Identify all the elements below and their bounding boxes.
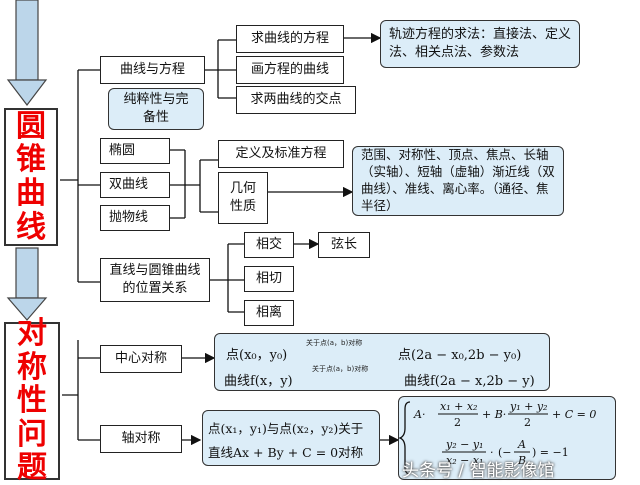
locus-methods-node: 轨迹方程的求法：直接法、定义法、相关点法、参数法 — [380, 20, 580, 68]
symmetry-title-char-1: 对 — [17, 316, 47, 352]
separate-node: 相离 — [244, 300, 294, 326]
line-conic-position-node: 直线与圆锥曲线的位置关系 — [100, 258, 210, 302]
svg-text:y₂ − y₁: y₂ − y₁ — [445, 438, 483, 451]
point-image: 点(2a − x₀,2b − y₀) — [398, 348, 522, 363]
curve-source: 曲线f(x，y) — [224, 374, 293, 389]
axial-condition-line-2: 直线Ax + By + C = 0对称 — [208, 445, 364, 460]
svg-text:2: 2 — [454, 416, 461, 429]
curve-image: 曲线f(2a − x,2b − y) — [404, 374, 535, 389]
find-curve-equation-node: 求曲线的方程 — [236, 25, 344, 53]
svg-text:) = −1: ) = −1 — [532, 446, 569, 459]
symmetry-title-box: 对 称 性 问 题 — [4, 317, 60, 484]
middle-down-arrow — [6, 247, 48, 321]
svg-text:x₂ − x₁: x₂ − x₁ — [446, 454, 483, 467]
conic-title-char-3: 曲 — [16, 176, 46, 211]
tangent-node: 相切 — [244, 266, 294, 292]
svg-text:x₁ + x₂: x₁ + x₂ — [440, 400, 477, 413]
symmetry-title-char-5: 题 — [17, 450, 47, 485]
definition-standard-eq-node: 定义及标准方程 — [218, 140, 344, 168]
ellipse-node: 椭圆 — [100, 138, 170, 164]
svg-text:y₁ + y₂: y₁ + y₂ — [509, 400, 547, 413]
conic-title-box: 圆 锥 曲 线 — [4, 108, 58, 246]
central-symmetry-formula-box — [214, 333, 550, 391]
arrow-label-point: 关于点(a，b)对称 — [306, 339, 363, 347]
arrow-label-curve: 关于点(a，b)对称 — [312, 365, 369, 373]
intersect-node: 相交 — [244, 232, 294, 258]
parabola-node: 抛物线 — [100, 205, 170, 231]
axial-system-box — [398, 396, 616, 480]
top-down-arrow — [6, 0, 48, 106]
svg-text:+ C = 0: + C = 0 — [552, 408, 596, 421]
svg-text:(−: (− — [498, 446, 512, 459]
conic-title-char-1: 圆 — [16, 108, 46, 144]
axial-condition-box — [202, 410, 380, 466]
geometric-details-node: 范围、对称性、顶点、焦点、长轴（实轴）、短轴（虚轴）渐近线（双曲线）、准线、离心… — [352, 146, 564, 216]
svg-text:A·: A· — [413, 408, 425, 421]
hyperbola-node: 双曲线 — [100, 172, 170, 198]
central-symmetry-node: 中心对称 — [100, 345, 182, 373]
axial-system-equations: A· x₁ + x₂ 2 + B· y₁ + y₂ 2 + C = 0 y₂ −… — [398, 400, 596, 475]
purity-completeness-node: 纯粹性与完备性 — [108, 88, 204, 130]
curve-equation-node: 曲线与方程 — [100, 56, 205, 84]
symmetry-title-char-3: 性 — [17, 383, 47, 419]
curve-intersection-node: 求两曲线的交点 — [236, 86, 356, 114]
axial-condition-line-1: 点(x₁，y₁)与点(x₂，y₂)关于 — [208, 421, 364, 436]
svg-text:A: A — [517, 438, 526, 451]
conic-title-char-2: 锥 — [16, 142, 46, 178]
conic-title-char-4: 线 — [16, 209, 46, 245]
symmetry-title-char-2: 称 — [17, 349, 47, 385]
svg-text:2: 2 — [524, 416, 531, 429]
watermark: 头条号 / 智能影像馆 — [402, 461, 555, 481]
svg-text:+ B·: + B· — [482, 408, 506, 421]
symmetry-title-char-4: 问 — [17, 416, 47, 452]
svg-text:B: B — [517, 454, 526, 467]
point-source: 点(x₀，y₀) — [226, 348, 288, 363]
svg-text:·: · — [490, 446, 494, 459]
axial-symmetry-node: 轴对称 — [100, 425, 182, 453]
chord-length-node: 弦长 — [318, 232, 370, 258]
geometric-properties-node: 几何 性质 — [218, 172, 268, 224]
draw-equation-curve-node: 画方程的曲线 — [236, 56, 344, 84]
